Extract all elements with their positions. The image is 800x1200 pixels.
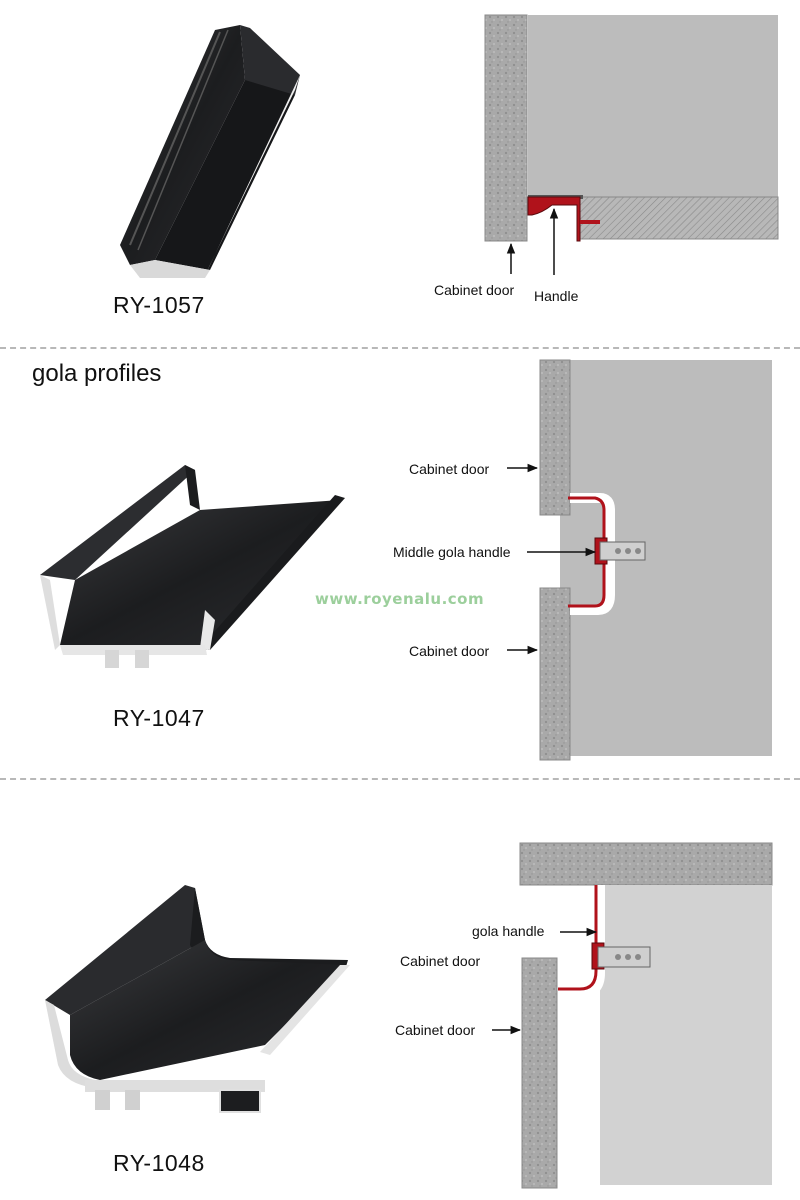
callout-cabinet-door-lower: Cabinet door <box>395 1022 476 1038</box>
section-title: gola profiles <box>32 360 162 387</box>
callout-cabinet-door-upper: Cabinet door <box>400 953 481 969</box>
callout-cabinet-door-top: Cabinet door <box>409 461 490 477</box>
arrow-gola-handle <box>560 927 598 937</box>
watermark: www.royenalu.com <box>315 590 485 608</box>
arrow-cabinet-door-1 <box>506 242 516 274</box>
arrow-middle-gola <box>527 547 597 557</box>
profile-ry-1048-image <box>45 885 350 1113</box>
arrow-handle-1 <box>549 207 559 275</box>
model-label-ry-1057: RY-1057 <box>113 292 205 318</box>
diagram-ry-1047 <box>539 359 772 761</box>
callout-cabinet-door: Cabinet door <box>434 282 515 298</box>
arrow-cabinet-door-2a <box>507 463 539 473</box>
arrow-cabinet-door-2b <box>507 645 539 655</box>
callout-cabinet-door-bottom: Cabinet door <box>409 643 490 659</box>
callout-gola-handle: gola handle <box>472 923 545 939</box>
diagram-ry-1057 <box>484 14 779 242</box>
arrow-cabinet-door-3 <box>492 1025 522 1035</box>
callout-handle: Handle <box>534 288 579 304</box>
profile-ry-1057-image <box>120 25 300 278</box>
divider-2 <box>0 778 800 780</box>
callout-middle-gola-handle: Middle gola handle <box>393 544 511 560</box>
diagram-ry-1048 <box>519 842 773 1189</box>
model-label-ry-1048: RY-1048 <box>113 1150 205 1176</box>
profile-ry-1047-image <box>40 465 345 668</box>
model-label-ry-1047: RY-1047 <box>113 705 205 731</box>
divider-1 <box>0 347 800 349</box>
